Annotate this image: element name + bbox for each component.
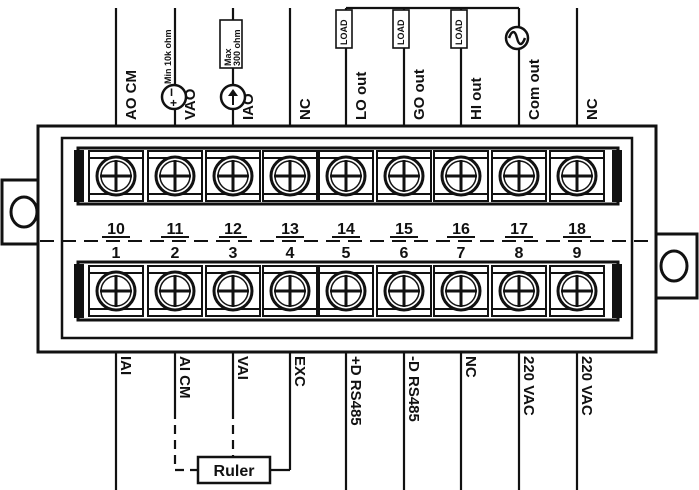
screw-head-icon xyxy=(318,150,374,202)
terminal-number-16: 16 xyxy=(452,221,470,238)
svg-text:LOAD: LOAD xyxy=(396,19,406,45)
screw-head-icon xyxy=(318,265,374,317)
terminal-number-1: 1 xyxy=(112,245,121,262)
right-mount-ear xyxy=(649,232,699,300)
bottom-screws xyxy=(88,265,605,317)
load-tag-lo: LOAD xyxy=(335,9,353,49)
terminal-number-12: 12 xyxy=(224,221,242,238)
bottom-label-8: 220 VAC xyxy=(520,356,537,416)
screw-head-icon xyxy=(205,265,261,317)
screw-head-icon xyxy=(433,265,489,317)
screw-head-icon xyxy=(433,150,489,202)
sine-wave-icon xyxy=(504,25,530,51)
top-label-13: NC xyxy=(297,98,314,120)
mount-hole-icon xyxy=(9,195,39,229)
top-label-10: AO CM xyxy=(123,70,140,120)
top-end-post-left xyxy=(74,150,84,202)
top-terminal-numbers: 10 11 12 13 14 15 16 17 18 xyxy=(102,221,591,238)
mount-hole-icon xyxy=(659,249,689,283)
bottom-label-5: +D RS485 xyxy=(347,356,364,426)
terminal-number-2: 2 xyxy=(171,245,180,262)
screw-head-icon xyxy=(549,265,605,317)
screw-head-icon xyxy=(205,150,261,202)
terminal-number-9: 9 xyxy=(573,245,582,262)
terminal-number-14: 14 xyxy=(337,221,355,238)
bottom-label-3: VAI xyxy=(234,356,251,380)
bottom-label-2: AI CM xyxy=(176,356,193,399)
top-end-post-right xyxy=(612,150,622,202)
voltage-note: Min 10k ohm xyxy=(163,29,173,84)
terminal-number-5: 5 xyxy=(342,245,351,262)
terminal-number-18: 18 xyxy=(568,221,586,238)
current-load-box: Max 300 ohm xyxy=(219,19,243,69)
top-label-17: Com out xyxy=(526,59,543,120)
load-tag-hi: LOAD xyxy=(450,9,468,49)
terminal-number-4: 4 xyxy=(286,245,295,262)
screw-head-icon xyxy=(549,150,605,202)
bottom-terminal-numbers: 1 2 3 4 5 6 7 8 9 xyxy=(112,245,582,262)
top-label-18: NC xyxy=(584,98,601,120)
ruler-box: Ruler xyxy=(196,455,272,485)
top-label-15: GO out xyxy=(411,69,428,120)
voltmeter-icon: I + xyxy=(160,83,188,111)
terminal-number-7: 7 xyxy=(457,245,466,262)
bottom-label-4: EXC xyxy=(291,356,308,387)
screw-head-icon xyxy=(376,265,432,317)
svg-text:LOAD: LOAD xyxy=(339,19,349,45)
screw-head-icon xyxy=(376,150,432,202)
bottom-label-7: NC xyxy=(462,356,479,378)
terminal-number-8: 8 xyxy=(515,245,524,262)
bottom-label-6: -D RS485 xyxy=(405,356,422,422)
top-label-14: LO out xyxy=(353,72,370,120)
screw-head-icon xyxy=(491,150,547,202)
svg-text:I: I xyxy=(170,87,173,99)
top-label-16: HI out xyxy=(468,78,485,121)
terminal-number-3: 3 xyxy=(229,245,238,262)
terminal-number-17: 17 xyxy=(510,221,528,238)
svg-text:300 ohm: 300 ohm xyxy=(232,29,242,66)
screw-head-icon xyxy=(491,265,547,317)
terminal-number-13: 13 xyxy=(281,221,299,238)
terminal-number-6: 6 xyxy=(400,245,409,262)
bottom-terminal-labels: IAI AI CM VAI EXC +D RS485 -D RS485 NC 220 VAC 2… xyxy=(117,356,595,426)
screw-head-icon xyxy=(262,150,318,202)
ammeter-icon xyxy=(219,83,247,111)
screw-head-icon xyxy=(147,265,203,317)
screw-head-icon xyxy=(88,265,144,317)
terminal-number-10: 10 xyxy=(107,221,125,238)
svg-text:LOAD: LOAD xyxy=(454,19,464,45)
bottom-label-1: IAI xyxy=(117,356,134,375)
terminal-number-15: 15 xyxy=(395,221,413,238)
svg-text:+: + xyxy=(170,96,177,110)
terminal-number-11: 11 xyxy=(167,221,184,238)
screw-head-icon xyxy=(262,265,318,317)
svg-text:Max: Max xyxy=(223,48,233,66)
top-screws xyxy=(88,150,605,202)
svg-text:Ruler: Ruler xyxy=(214,463,255,480)
bottom-end-post-left xyxy=(74,264,84,318)
load-tag-go: LOAD xyxy=(392,9,410,49)
screw-head-icon xyxy=(88,150,144,202)
bottom-label-9: 220 VAC xyxy=(578,356,595,416)
bottom-end-post-right xyxy=(612,264,622,318)
screw-head-icon xyxy=(147,150,203,202)
